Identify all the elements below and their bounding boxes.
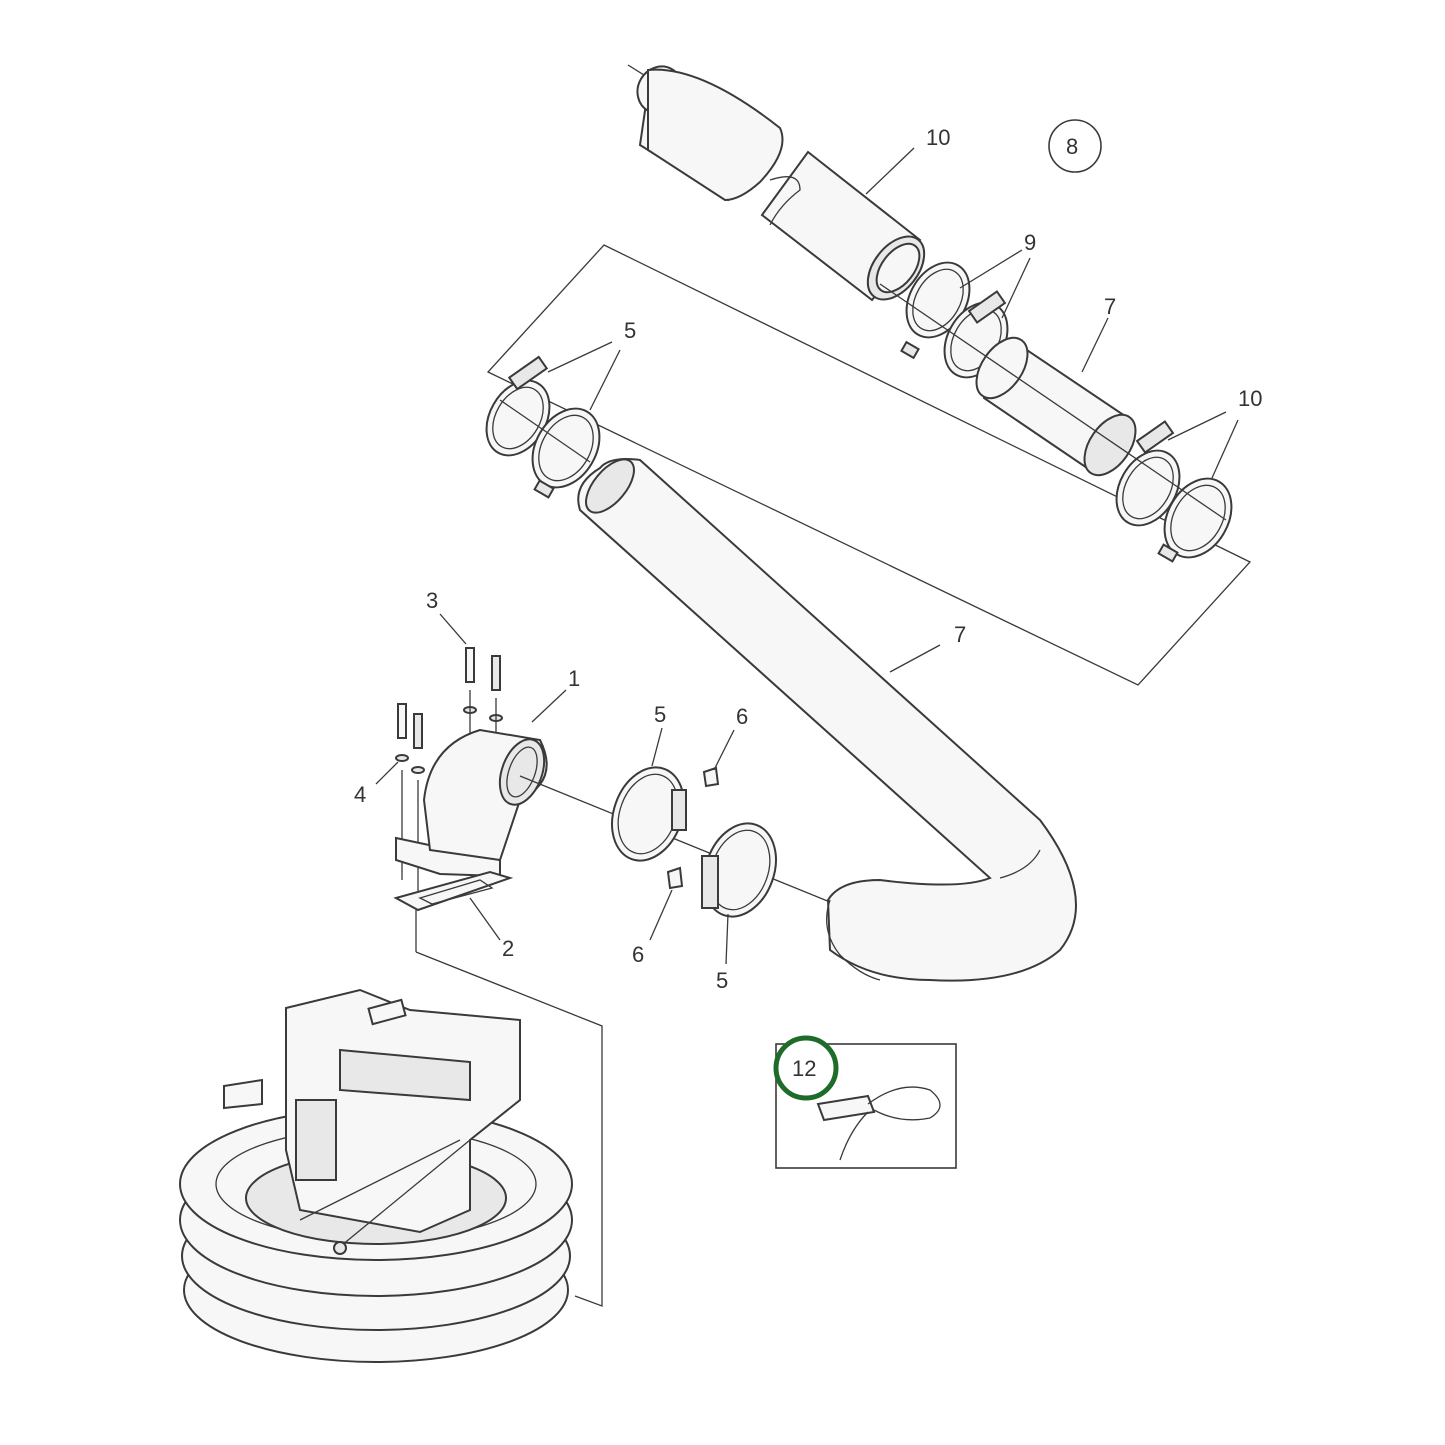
kit-outline [486, 244, 1252, 686]
callout-6-lower: 6 [632, 942, 644, 967]
callout-8-circle: 8 [1048, 119, 1102, 173]
clamp-part-5-middle[interactable] [600, 727, 697, 871]
pipe-part-9[interactable] [966, 317, 1146, 484]
gasket-part-2[interactable] [393, 870, 514, 941]
callout-8: 8 [1066, 134, 1078, 159]
bolt-part-4[interactable] [375, 703, 425, 900]
callout-9-text: 7 [1104, 294, 1116, 319]
callout-12: 12 [792, 1056, 816, 1081]
clamp-part-5-lower[interactable] [692, 813, 789, 965]
elbow-part-1[interactable] [395, 689, 567, 878]
callout-3: 3 [426, 588, 438, 613]
turbocharger-assembly[interactable] [179, 910, 603, 1363]
callout-4: 4 [354, 782, 366, 807]
callout-1: 1 [568, 666, 580, 691]
callout-5-upper: 5 [624, 318, 636, 343]
callout-10-lower: 10 [1238, 386, 1262, 411]
callout-5-middle: 5 [654, 702, 666, 727]
callout-2: 2 [502, 936, 514, 961]
clamp-part-10-lower[interactable] [1104, 411, 1245, 569]
axis-line-lower [519, 775, 831, 903]
callout-6-upper: 6 [736, 704, 748, 729]
callout-7-visible: 7 [954, 622, 966, 647]
callout-12-circle: 12 [773, 1035, 839, 1101]
pipe-part-7[interactable] [577, 451, 1077, 982]
clip-part-6-lower[interactable] [649, 866, 684, 941]
axis-line-upper [879, 283, 1227, 521]
clip-part-6-upper[interactable] [702, 729, 735, 788]
pipe-part-11[interactable] [627, 58, 936, 310]
callout-5-lower: 5 [716, 968, 728, 993]
callout-10-upper: 9 [1024, 230, 1036, 255]
axis-line-5 [499, 399, 591, 463]
callout-11: 10 [926, 125, 950, 150]
clamp-part-5-upper[interactable] [474, 341, 621, 499]
